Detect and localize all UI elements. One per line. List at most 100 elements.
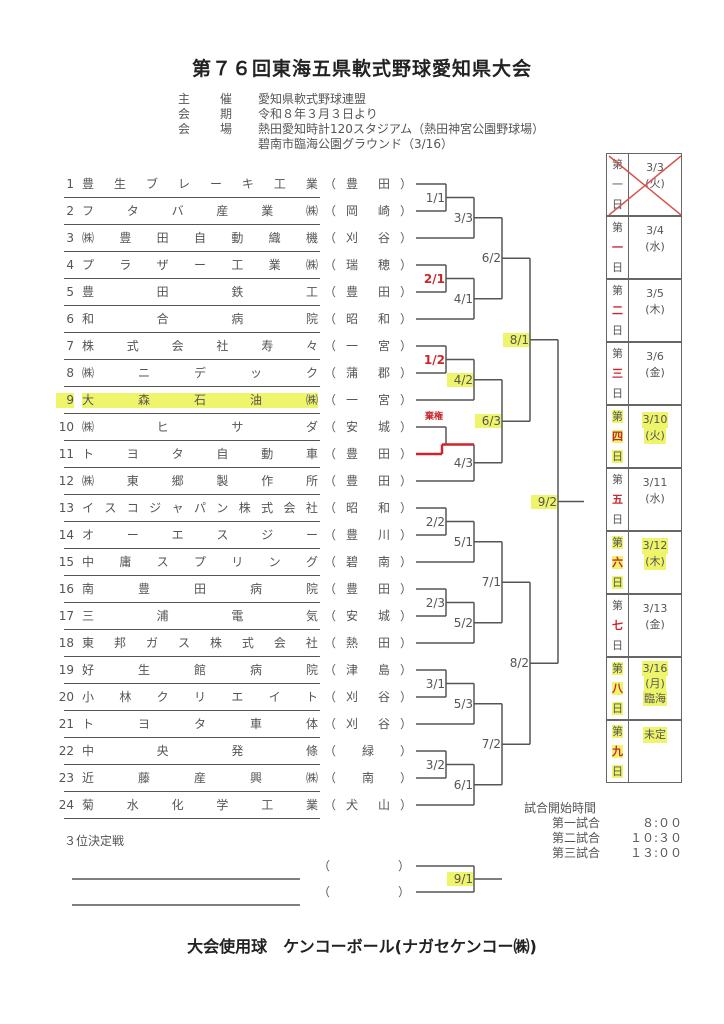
info-value: 令和８年３月３日より (258, 107, 378, 121)
team-city: （昭和） (324, 501, 412, 516)
team-city: （豊田） (324, 177, 412, 192)
paren-close: ） (399, 312, 412, 326)
city-char: 田 (377, 285, 390, 299)
team-name: 株式会社寿々 (82, 339, 318, 354)
game-label: 第一試合 (552, 816, 601, 830)
city-name: 岡崎 (336, 204, 400, 219)
team-city: （蒲郡） (324, 366, 412, 381)
city-char: 和 (377, 312, 390, 326)
paren-open: （ (324, 285, 337, 299)
city-name: 豊田 (336, 447, 400, 462)
day-of-week-text: (月) (644, 676, 666, 691)
day-label-char: 日 (612, 387, 623, 400)
team-name: ㈱豊田自動織機 (82, 231, 318, 246)
game-date: 4/1 (453, 291, 473, 306)
city-name: 安城 (336, 420, 400, 435)
paren-close: ） (399, 366, 412, 380)
team-name-char: キ (241, 177, 254, 191)
row-underline (64, 656, 320, 657)
team-city: （刈谷） (324, 231, 412, 246)
city-char: 崎 (377, 204, 390, 218)
team-name-char: ㈱ (305, 204, 318, 218)
team-name: フタバ産業㈱ (82, 204, 318, 219)
day-label-char: 日 (612, 639, 623, 652)
day-label-char: 八 (612, 682, 623, 695)
date-value-text: 3/3 (646, 161, 664, 174)
venue-note-text: 臨海 (643, 691, 667, 706)
team-name-char: 車 (305, 447, 318, 461)
city-char: 南 (377, 555, 390, 569)
team-name-char: 業 (305, 177, 318, 191)
city-char: 緑 (361, 744, 374, 758)
paren-open: （ (324, 609, 337, 623)
team-name-char: 石 (193, 393, 206, 407)
team-city: （刈谷） (324, 717, 412, 732)
team-name-char: イ (268, 690, 281, 704)
team-name-char: ン (216, 501, 229, 515)
team-name-char: 産 (216, 204, 229, 218)
date-value-text: 3/12 (641, 538, 669, 554)
city-char: 谷 (377, 231, 390, 245)
team-name-char: 好 (82, 663, 95, 677)
team-name-char: ジ (149, 501, 162, 515)
team-name: イスコジャパン株式会社 (82, 501, 318, 516)
row-underline (64, 386, 320, 387)
day-of-week: (金) (629, 617, 681, 633)
paren-open: （ (324, 231, 337, 245)
team-name-char: 郷 (171, 474, 184, 488)
team-name-char: ㈱ (305, 258, 318, 272)
city-name: 豊田 (336, 474, 400, 489)
team-name-char: ス (177, 636, 190, 650)
city-char: 刈 (346, 231, 359, 245)
team-name-char: ㈱ (82, 231, 95, 245)
team-name-char: 体 (305, 717, 318, 731)
paren-open: （ (324, 717, 337, 731)
row-underline (64, 602, 320, 603)
game-date: 6/2 (481, 251, 501, 266)
paren-close: ） (399, 285, 412, 299)
day-label: 第七日 (607, 595, 629, 656)
row-underline (64, 494, 320, 495)
team-name-char: ㈱ (82, 366, 95, 380)
paren-close: ） (399, 474, 412, 488)
team-name-char: 自 (216, 447, 229, 461)
paren-open: （ (324, 555, 337, 569)
team-name-char: 生 (113, 177, 126, 191)
day-date: 3/10(火) (629, 412, 681, 444)
day-of-week: (木) (629, 554, 681, 570)
day-label: 第五日 (607, 469, 629, 530)
team-name-char: 動 (231, 231, 244, 245)
city-char: 碧 (346, 555, 359, 569)
info-label-char: 催 (219, 92, 232, 106)
city-name: 昭和 (336, 312, 400, 327)
team-name-char: デ (193, 366, 206, 380)
paren-close: ） (399, 771, 412, 785)
team-number: 22 (58, 744, 74, 758)
row-underline (64, 737, 320, 738)
day-of-week: (月) (629, 676, 681, 691)
team-name-char: ー (126, 528, 139, 542)
paren-open: （ (324, 366, 337, 380)
day-label-char: 日 (612, 702, 623, 715)
team-name-char: 車 (249, 717, 262, 731)
team-name-char: 豊 (82, 177, 95, 191)
day-of-week: (金) (629, 365, 681, 381)
paren-open: （ (324, 258, 337, 272)
team-name-char: 合 (156, 312, 169, 326)
row-underline (64, 818, 320, 819)
info-value: 愛知県軟式野球連盟 (258, 92, 367, 106)
team-city: （一宮） (324, 393, 412, 408)
team-name-char: 工 (261, 798, 274, 812)
day-label: 第一日 (607, 217, 629, 278)
team-name: 中庸スプリング (82, 555, 318, 570)
city-char: 豊 (346, 447, 359, 461)
team-name-char: 式 (261, 501, 274, 515)
info-value: 熱田愛知時計120スタジアム（熱田神宮公園野球場） (258, 122, 545, 136)
game-date: 棄権 (424, 412, 443, 422)
